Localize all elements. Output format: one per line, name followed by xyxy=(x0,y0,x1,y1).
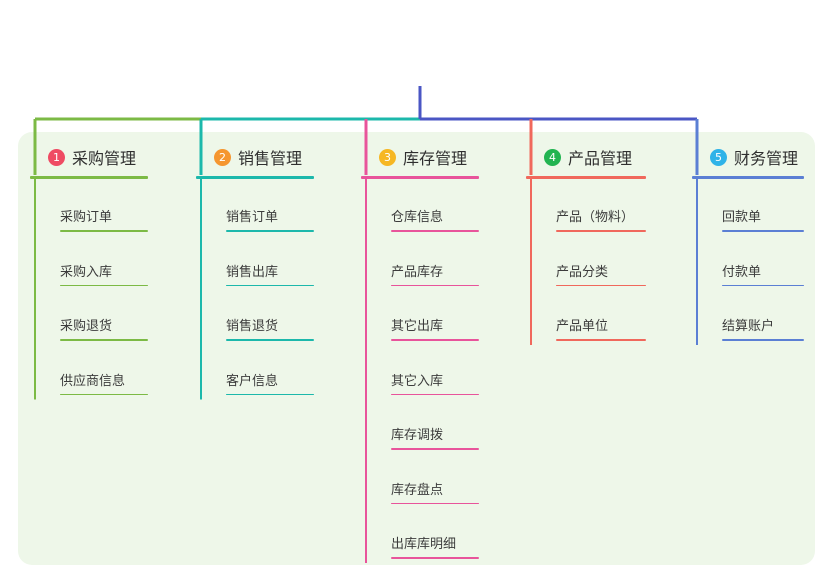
leaf-item-label: 回款单 xyxy=(722,209,762,224)
leaf-item-label: 产品分类 xyxy=(556,263,609,279)
leaf-item-label: 销售退货 xyxy=(226,318,279,333)
leaf-item[interactable]: 出库库明细 xyxy=(361,533,479,559)
column-title: 销售管理 xyxy=(238,151,303,168)
leaf-item[interactable]: 采购订单 xyxy=(30,206,148,232)
column-header-1[interactable]: 1 采购管理 xyxy=(30,144,148,170)
leaf-item[interactable]: 回款单 xyxy=(692,206,804,232)
leaf-item[interactable]: 产品单位 xyxy=(526,315,646,341)
leaf-item[interactable]: 库存调拨 xyxy=(361,424,479,450)
column-number-badge: 3 xyxy=(379,148,396,166)
leaf-item-label: 供应商信息 xyxy=(60,372,126,388)
leaf-item-underline xyxy=(391,448,479,450)
leaf-item-underline xyxy=(722,230,804,232)
column-number-badge: 5 xyxy=(710,148,727,166)
column-title: 采购管理 xyxy=(72,151,137,168)
leaf-item-underline xyxy=(391,393,479,396)
leaf-item[interactable]: 客户信息 xyxy=(196,370,314,396)
leaf-item-label: 其它入库 xyxy=(391,372,444,388)
leaf-item[interactable]: 供应商信息 xyxy=(30,370,148,396)
column-number-badge: 4 xyxy=(544,148,561,166)
leaf-item-underline xyxy=(226,230,314,232)
leaf-item-underline xyxy=(391,339,479,341)
leaf-item[interactable]: 产品分类 xyxy=(526,261,646,287)
column-产品管理: 4 产品管理产品（物料） 产品分类产品单位 xyxy=(526,144,646,341)
column-header-4[interactable]: 4 产品管理 xyxy=(526,144,646,170)
leaf-item-label: 付款单 xyxy=(722,263,762,279)
column-header-underline xyxy=(30,176,148,179)
leaf-item-underline xyxy=(60,339,148,341)
leaf-item-underline xyxy=(391,230,479,232)
column-header-5[interactable]: 5 财务管理 xyxy=(692,144,804,170)
leaf-item-label: 仓库信息 xyxy=(391,209,444,224)
leaf-item[interactable]: 库存盘点 xyxy=(361,479,479,505)
column-header-2[interactable]: 2 销售管理 xyxy=(196,144,314,170)
leaf-item[interactable]: 结算账户 xyxy=(692,315,804,341)
leaf-item[interactable]: 采购入库 xyxy=(30,261,148,287)
leaf-item-label: 库存调拨 xyxy=(391,427,444,442)
column-header-underline xyxy=(692,176,804,179)
column-header-underline xyxy=(361,176,479,179)
leaf-item[interactable]: 付款单 xyxy=(692,261,804,287)
column-采购管理: 1 采购管理采购订单采购入库采购退货供应商信息 xyxy=(30,144,148,396)
leaf-item-label: 库存盘点 xyxy=(391,481,444,497)
leaf-item[interactable]: 仓库信息 xyxy=(361,206,479,232)
column-财务管理: 5 财务管理回款单付款单结算账户 xyxy=(692,144,804,341)
leaf-item-underline xyxy=(226,339,314,341)
leaf-item[interactable]: 其它出库 xyxy=(361,315,479,341)
leaf-item-label: 产品库存 xyxy=(391,263,444,279)
leaf-item-label: 采购订单 xyxy=(60,209,113,224)
leaf-item-label: 销售订单 xyxy=(226,209,279,224)
column-header-underline xyxy=(196,176,314,179)
leaf-item[interactable]: 销售退货 xyxy=(196,315,314,341)
leaf-item-underline xyxy=(556,230,646,232)
leaf-item[interactable]: 销售订单 xyxy=(196,206,314,232)
column-header-3[interactable]: 3 库存管理 xyxy=(361,144,479,170)
leaf-item-label: 其它出库 xyxy=(391,318,444,333)
leaf-item-underline xyxy=(556,339,646,341)
leaf-item-underline xyxy=(556,284,646,287)
leaf-item-underline xyxy=(226,393,314,396)
diagram-background-panel xyxy=(18,132,815,565)
leaf-item-label: 出库库明细 xyxy=(391,536,457,551)
leaf-item-underline xyxy=(722,284,804,287)
leaf-item-underline xyxy=(60,230,148,232)
leaf-item[interactable]: 其它入库 xyxy=(361,370,479,396)
column-title: 库存管理 xyxy=(403,151,468,168)
leaf-item-label: 产品单位 xyxy=(556,318,609,333)
column-number-badge: 2 xyxy=(214,148,231,166)
leaf-item[interactable]: 产品（物料） xyxy=(526,206,646,232)
column-header-underline xyxy=(526,176,646,179)
leaf-item-label: 产品（物料） xyxy=(556,209,635,224)
leaf-item-underline xyxy=(60,393,148,396)
leaf-item-underline xyxy=(722,339,804,341)
leaf-item-underline xyxy=(391,284,479,287)
leaf-item[interactable]: 销售出库 xyxy=(196,261,314,287)
leaf-item-label: 销售出库 xyxy=(226,263,279,279)
column-title: 产品管理 xyxy=(568,151,633,168)
leaf-item[interactable]: 采购退货 xyxy=(30,315,148,341)
leaf-item-underline xyxy=(60,284,148,287)
leaf-item[interactable]: 产品库存 xyxy=(361,261,479,287)
column-库存管理: 3 库存管理仓库信息产品库存其它出库其它入库库存调拨库存盘点出库库明细 xyxy=(361,144,479,559)
leaf-item-underline xyxy=(391,502,479,505)
leaf-item-label: 采购退货 xyxy=(60,318,113,333)
column-销售管理: 2 销售管理销售订单销售出库销售退货客户信息 xyxy=(196,144,314,396)
leaf-item-underline xyxy=(226,284,314,287)
column-title: 财务管理 xyxy=(734,151,799,168)
leaf-item-label: 采购入库 xyxy=(60,263,113,279)
leaf-item-underline xyxy=(391,557,479,559)
leaf-item-label: 结算账户 xyxy=(722,318,775,333)
leaf-item-label: 客户信息 xyxy=(226,372,279,388)
column-number-badge: 1 xyxy=(48,148,65,166)
